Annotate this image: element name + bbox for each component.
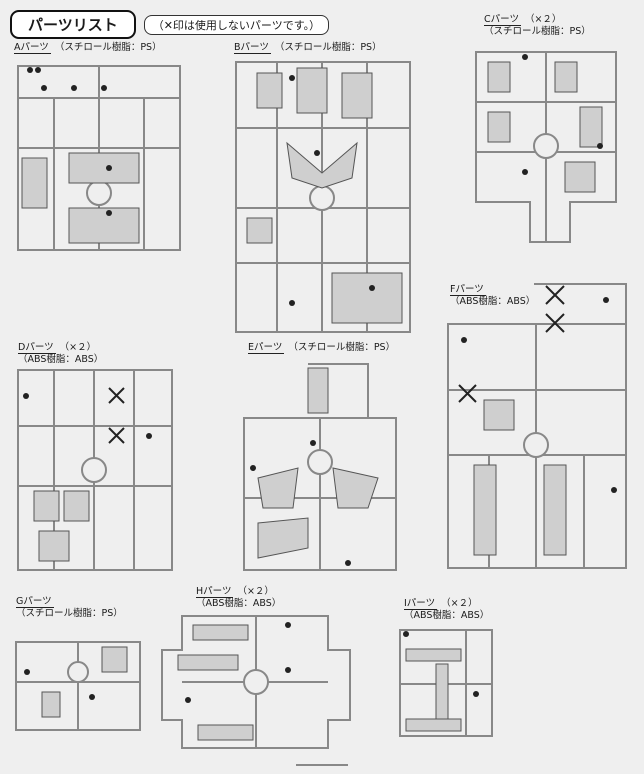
- runner-e-diagram: [238, 358, 402, 576]
- runner-i-label: Iパーツ（×２） （ABS樹脂：ABS）: [404, 598, 489, 622]
- runner-g-material: （スチロール樹脂：PS）: [16, 608, 123, 619]
- runner-h-material: （ABS樹脂：ABS）: [196, 598, 282, 609]
- page-title: パーツリスト: [10, 10, 136, 39]
- runner-d-count: （×２）: [59, 342, 97, 353]
- runner-c-name: Cパーツ: [484, 14, 521, 26]
- runner-h-diagram: [158, 610, 354, 752]
- runner-c-count: （×２）: [524, 14, 562, 25]
- runner-c-material: （スチロール樹脂：PS）: [484, 26, 591, 37]
- runner-d-diagram: [14, 366, 176, 574]
- runner-c-label: Cパーツ（×２） （スチロール樹脂：PS）: [484, 14, 591, 38]
- runner-g-diagram: [12, 622, 144, 734]
- runner-g-label: Gパーツ （スチロール樹脂：PS）: [16, 596, 123, 620]
- runner-h-name: Hパーツ: [196, 586, 234, 598]
- runner-c-diagram: [470, 42, 622, 248]
- runner-f-material: （ABS樹脂：ABS）: [450, 296, 536, 307]
- runner-i-diagram: [396, 624, 496, 742]
- runner-f-label: Fパーツ （ABS樹脂：ABS）: [450, 284, 535, 308]
- runner-f-diagram: [444, 280, 630, 572]
- runner-i-count: （×２）: [441, 598, 478, 609]
- runner-h-label: Hパーツ（×２） （ABS樹脂：ABS）: [196, 586, 281, 610]
- runner-a-diagram: [14, 58, 184, 258]
- runner-a-label: Aパーツ（スチロール樹脂：PS）: [14, 42, 162, 54]
- header: パーツリスト （✕印は使用しないパーツです。）: [10, 10, 330, 39]
- runner-i-material: （ABS樹脂：ABS）: [404, 610, 490, 621]
- runner-f-name: Fパーツ: [450, 284, 486, 296]
- runner-b-diagram: [232, 58, 414, 336]
- runner-d-label: Dパーツ（×２） （ABS樹脂：ABS）: [18, 342, 103, 366]
- runner-h-count: （×２）: [237, 586, 274, 597]
- runner-g-name: Gパーツ: [16, 596, 54, 608]
- runner-a-name: Aパーツ: [14, 42, 51, 54]
- runner-b-name: Bパーツ: [234, 42, 271, 54]
- runner-e-name: Eパーツ: [248, 342, 285, 354]
- runner-b-label: Bパーツ（スチロール樹脂：PS）: [234, 42, 382, 54]
- runner-b-material: （スチロール樹脂：PS）: [274, 42, 382, 53]
- runner-e-label: Eパーツ（スチロール樹脂：PS）: [248, 342, 395, 354]
- runner-e-material: （スチロール樹脂：PS）: [288, 342, 396, 353]
- runner-i-name: Iパーツ: [404, 598, 438, 610]
- runner-a-material: （スチロール樹脂：PS）: [54, 42, 162, 53]
- footer-divider: [296, 764, 348, 766]
- runner-d-material: （ABS樹脂：ABS）: [18, 354, 104, 365]
- unused-parts-note: （✕印は使用しないパーツです。）: [143, 14, 330, 35]
- runner-d-name: Dパーツ: [18, 342, 56, 354]
